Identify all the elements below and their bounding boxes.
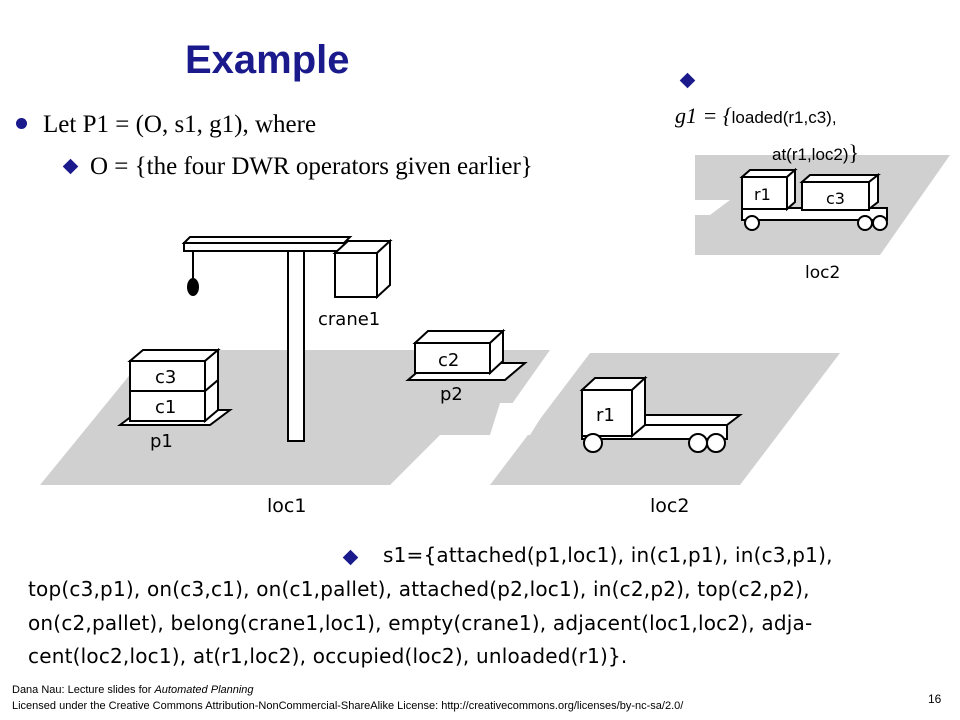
goal-line-1: g1 = {loaded(r1,c3), [675,103,837,129]
dwr-diagram: crane1 c1 c3 p1 c2 p2 r1 loc1 loc2 [40,236,840,517]
goal-bullet [679,72,696,91]
goal-item-loaded: loaded(r1,c3), [731,108,837,127]
container-c3-label: c3 [155,367,176,388]
state-line-4: cent(loc2,loc1), at(r1,loc2), occupied(l… [28,644,628,668]
container-c1 [129,390,206,422]
diamond-bullet-icon [679,72,696,89]
goal-prefix: g1 = { [675,103,732,128]
footer-credit: Dana Nau: Lecture slides for Automated P… [12,684,254,696]
bullet-let-p1: Let P1 = (O, s1, g1), where [16,111,316,139]
container-c1-label: c1 [155,397,176,418]
slide-title: Example [185,38,350,82]
loc2-label: loc2 [650,495,689,517]
state-line-1: s1={attached(p1,loc1), in(c1,p1), in(c3,… [383,543,833,567]
crane-cab [334,252,378,298]
pile-p2-label: p2 [440,384,463,405]
crane-label: crane1 [318,309,380,330]
goal-robot-cab [741,176,788,210]
footer-license: Licensed under the Creative Commons Attr… [12,700,684,712]
robot-label: r1 [596,405,615,426]
state-line-2: top(c3,p1), on(c3,c1), on(c1,pallet), at… [28,577,810,601]
goal-line-2: at(r1,loc2)} [772,140,859,166]
goal-robot-label: r1 [754,185,771,204]
crane-post [287,250,305,442]
bullet-let-text: Let P1 = (O, s1, g1), where [43,111,317,138]
bullet-operators: O = {the four DWR operators given earlie… [62,153,533,181]
operators-text: O = {the four DWR operators given earlie… [90,153,533,180]
goal-diagram: r1 c3 loc2 [695,155,950,283]
bullet-dot-icon [16,118,27,129]
state-line-3: on(c2,pallet), belong(crane1,loc1), empt… [28,611,813,635]
container-c2 [414,342,491,374]
diamond-bullet-icon [62,158,79,175]
goal-item-at: at(r1,loc2) [772,145,849,164]
page-number: 16 [928,692,942,706]
diamond-bullet-icon [342,549,359,566]
footer-credit-text: Dana Nau: Lecture slides for [12,684,155,696]
crane-hook [187,278,199,296]
goal-location-label: loc2 [805,263,840,283]
state-bullet [342,549,359,568]
loc1-label: loc1 [267,495,306,517]
container-c2-label: c2 [438,350,459,371]
footer-book-title: Automated Planning [154,684,254,696]
goal-close: } [848,140,860,165]
robot-cab [581,389,633,437]
goal-container-label: c3 [826,189,845,208]
pile-p1-label: p1 [150,431,173,452]
